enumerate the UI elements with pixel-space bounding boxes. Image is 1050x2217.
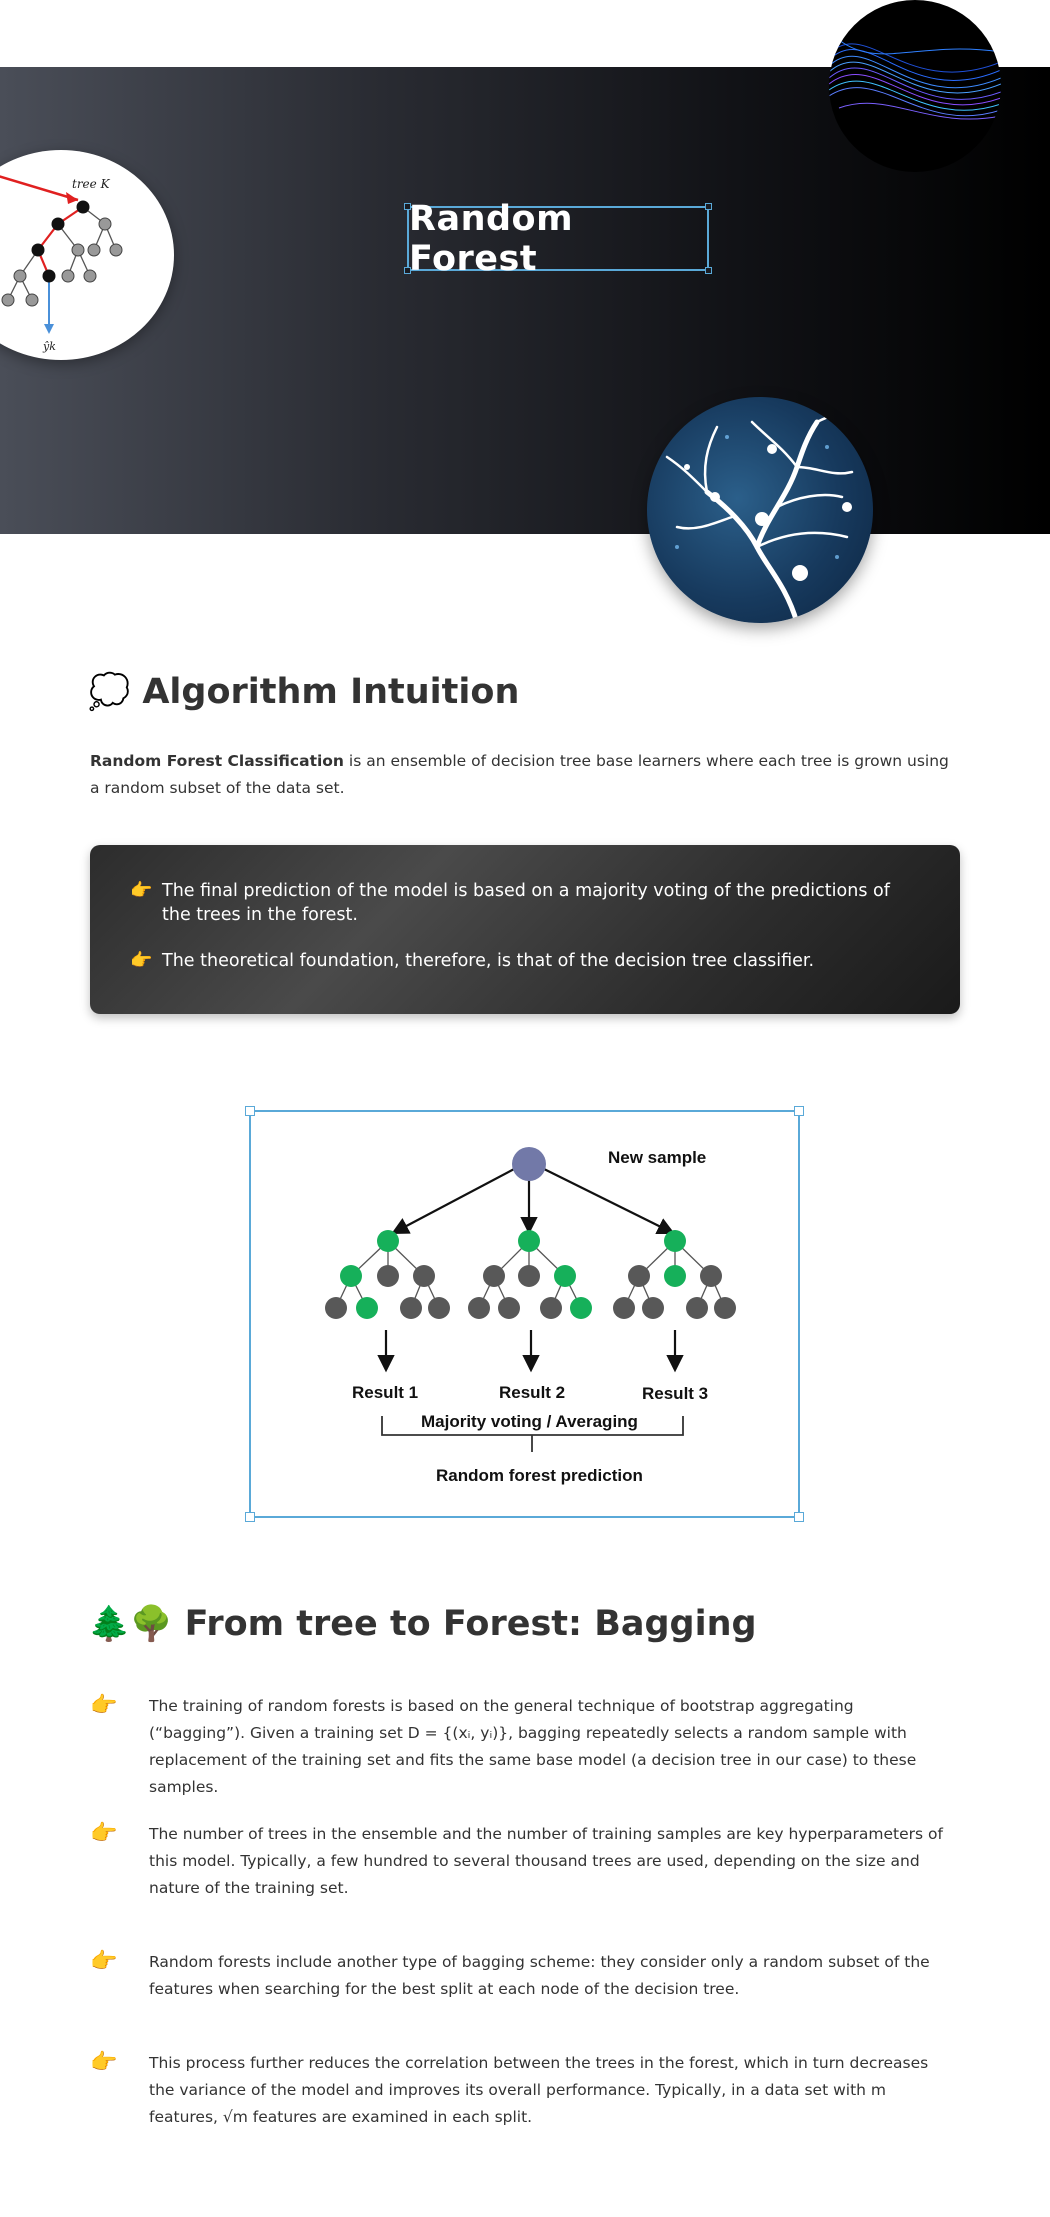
callout-text: The final prediction of the model is bas…: [162, 881, 890, 925]
callout-item: 👉 The final prediction of the model is b…: [130, 879, 900, 927]
heading-text: From tree to Forest: Bagging: [184, 1604, 757, 1644]
page-title: Random Forest: [409, 198, 574, 279]
resize-handle[interactable]: [794, 1106, 804, 1116]
list-item: 👉 Random forests include another type of…: [90, 1949, 960, 2003]
list-item: 👉 This process further reduces the corre…: [90, 2050, 960, 2131]
resize-handle[interactable]: [705, 267, 712, 274]
intro-bold: Random Forest Classification: [90, 752, 344, 770]
pointing-hand-icon: 👉: [90, 1693, 118, 1718]
bullet-text: The number of trees in the ensemble and …: [149, 1825, 943, 1897]
pointing-hand-icon: 👉: [90, 2050, 118, 2075]
result-1-label: Result 1: [352, 1383, 418, 1402]
list-item: 👉 The training of random forests is base…: [90, 1693, 960, 1801]
pointing-hand-icon: 👉: [130, 880, 153, 901]
trees-icon: 🌲🌳: [88, 1604, 173, 1644]
callout-item: 👉 The theoretical foundation, therefore,…: [130, 949, 900, 973]
prediction-label: Random forest prediction: [436, 1466, 643, 1485]
heading-text: Algorithm Intuition: [142, 672, 520, 712]
blue-waves-image: [829, 0, 1001, 172]
neural-tree-image: [647, 397, 873, 623]
resize-handle[interactable]: [245, 1512, 255, 1522]
random-forest-diagram[interactable]: New sample: [245, 1106, 804, 1522]
pointing-hand-icon: 👉: [130, 950, 153, 971]
resize-handle[interactable]: [705, 203, 712, 210]
voting-label: Majority voting / Averaging: [421, 1412, 638, 1431]
result-3-label: Result 3: [642, 1384, 708, 1403]
resize-handle[interactable]: [245, 1106, 255, 1116]
resize-handle[interactable]: [404, 267, 411, 274]
new-sample-label: New sample: [608, 1148, 706, 1167]
bullet-text: The training of random forests is based …: [149, 1697, 917, 1796]
y-hat-label: ŷk: [42, 340, 56, 353]
section-heading-bagging: 🌲🌳 From tree to Forest: Bagging: [88, 1604, 757, 1644]
intro-paragraph: Random Forest Classification is an ensem…: [90, 748, 950, 802]
result-2-label: Result 2: [499, 1383, 565, 1402]
section-heading-intuition: 💭 Algorithm Intuition: [88, 672, 519, 712]
resize-handle[interactable]: [404, 203, 411, 210]
pointing-hand-icon: 👉: [90, 1949, 118, 1974]
callout-text: The theoretical foundation, therefore, i…: [162, 951, 815, 971]
new-sample-node: [512, 1147, 546, 1181]
bullet-text: This process further reduces the correla…: [149, 2054, 929, 2126]
tree-k-label: tree K: [72, 177, 111, 191]
pointing-hand-icon: 👉: [90, 1821, 118, 1846]
intro-rest: is an ensemble of decision tree base lea…: [90, 752, 949, 797]
thought-bubble-icon: 💭: [88, 672, 131, 712]
decision-tree-illustration: tree K ŷk: [0, 150, 174, 360]
callout-box: 👉 The final prediction of the model is b…: [90, 845, 960, 1014]
bullet-text: Random forests include another type of b…: [149, 1953, 930, 1998]
list-item: 👉 The number of trees in the ensemble an…: [90, 1821, 960, 1902]
title-frame[interactable]: Random Forest: [404, 199, 712, 279]
resize-handle[interactable]: [794, 1512, 804, 1522]
